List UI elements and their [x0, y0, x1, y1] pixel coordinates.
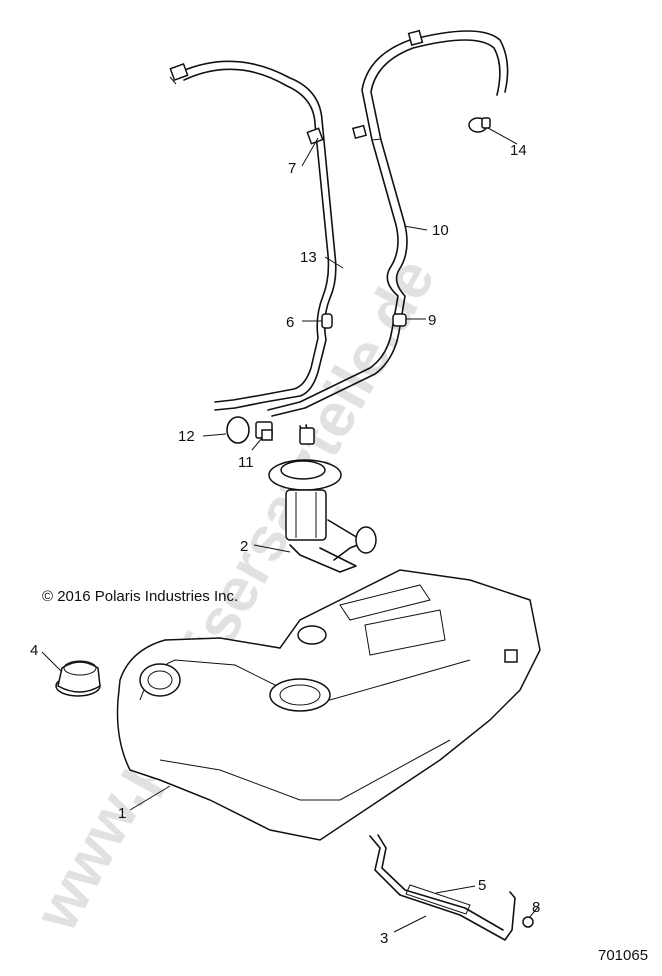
- valve-11: [255, 421, 273, 441]
- fuel-cap-4: [55, 660, 101, 697]
- callout-14: 14: [510, 142, 527, 159]
- clip-top: [351, 29, 424, 140]
- clip-9: [392, 313, 407, 327]
- pad-5: [405, 884, 471, 915]
- leader-lines: [41, 127, 539, 933]
- callout-11: 11: [238, 454, 254, 471]
- o-ring-12: [226, 416, 250, 444]
- callout-8: 8: [532, 899, 540, 916]
- callout-13: 13: [300, 249, 317, 266]
- callout-7: 7: [288, 160, 296, 177]
- callout-4: 4: [30, 642, 38, 659]
- clip-6: [321, 313, 333, 329]
- callout-3: 3: [380, 930, 388, 947]
- callout-5: 5: [478, 877, 486, 894]
- fuel-tank-1: [116, 569, 541, 841]
- callout-6: 6: [286, 314, 294, 331]
- fuel-pump-2: [268, 459, 377, 573]
- callout-12: 12: [178, 428, 195, 445]
- clamp-14: [468, 117, 491, 133]
- callout-2: 2: [240, 538, 248, 555]
- diagram-number: 701065: [598, 947, 648, 964]
- vent-hose-13: [169, 60, 337, 411]
- callout-9: 9: [428, 312, 436, 329]
- callout-1: 1: [118, 805, 126, 822]
- strap-3: [369, 834, 516, 941]
- bolt-8: [522, 916, 534, 928]
- callout-10: 10: [432, 222, 449, 239]
- copyright-notice: © 2016 Polaris Industries Inc.: [42, 588, 238, 605]
- vent-hose-10: [267, 30, 509, 445]
- clip-7: [306, 127, 324, 145]
